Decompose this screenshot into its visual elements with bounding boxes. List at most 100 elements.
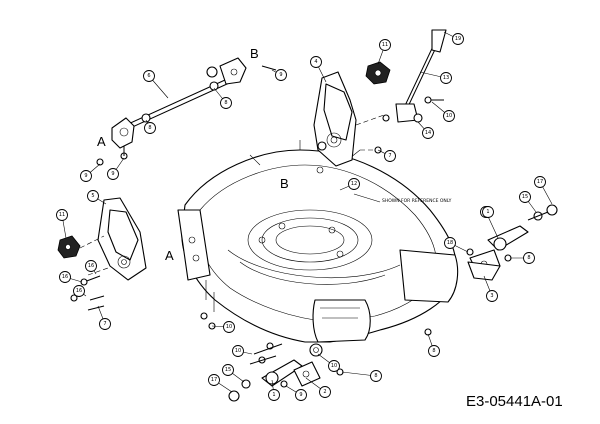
callout-bubble — [220, 97, 232, 109]
callout-bubble — [275, 69, 287, 81]
callout-8: 8 — [427, 333, 440, 357]
callout-number: 2 — [323, 389, 326, 395]
callout-7: 7 — [377, 149, 396, 162]
height-adjust-bracket-right — [313, 71, 390, 167]
callout-number: 10 — [226, 324, 232, 330]
callout-11: 11 — [56, 209, 68, 239]
callout-bubble — [444, 237, 456, 249]
callout-number: 17 — [537, 179, 543, 185]
callout-8: 8 — [510, 252, 535, 264]
callout-number: 11 — [382, 42, 388, 48]
callout-number: 7 — [103, 321, 106, 327]
callout-10: 10 — [232, 345, 253, 357]
callout-bubble — [523, 252, 535, 264]
callout-4: 4 — [310, 56, 327, 83]
callout-number: 9 — [111, 171, 114, 177]
callout-bubble — [534, 176, 546, 188]
callout-number: 3 — [490, 293, 493, 299]
callout-6: 6 — [143, 70, 169, 99]
callout-number: 19 — [455, 36, 461, 42]
callout-number: 8 — [148, 125, 151, 131]
callout-bubble — [232, 345, 244, 357]
view-marker-b-center: B — [280, 176, 289, 191]
view-marker-a-bottom: A — [165, 248, 174, 263]
callout-bubble — [87, 190, 99, 202]
callout-number: 11 — [59, 212, 65, 218]
callout-19: 19 — [443, 31, 464, 45]
callout-16: 16 — [59, 271, 83, 283]
adjust-knob-top — [365, 61, 391, 85]
callout-bubble — [379, 39, 391, 51]
callout-bubble — [208, 374, 220, 386]
callout-number: 17 — [211, 377, 217, 383]
callout-number: 10 — [331, 363, 337, 369]
callout-bubble — [452, 33, 464, 45]
callout-bubble — [310, 56, 322, 68]
callout-17: 17 — [208, 374, 233, 393]
callout-14: 14 — [417, 121, 434, 139]
callout-bubble — [319, 386, 331, 398]
callout-number: 10 — [446, 113, 452, 119]
callout-16: 16 — [73, 285, 87, 297]
callout-number: 16 — [88, 263, 94, 269]
callout-bubble — [422, 127, 434, 139]
callout-bubble — [144, 122, 156, 134]
front-axle-assembly-right — [466, 204, 558, 281]
callout-bubble — [348, 178, 360, 190]
callout-bubble — [107, 168, 119, 180]
callout-bubble — [486, 290, 498, 302]
mower-deck — [177, 140, 459, 343]
callout-bubble — [428, 345, 440, 357]
callout-bubble — [73, 285, 85, 297]
rear-axle-assembly — [96, 57, 277, 166]
callout-8: 8 — [341, 370, 382, 382]
callout-18: 18 — [444, 237, 469, 253]
callout-number: 6 — [147, 73, 150, 79]
callout-9: 9 — [80, 163, 101, 182]
callout-3: 3 — [483, 275, 498, 302]
drawing-code: E3-05441A-01 — [466, 393, 563, 410]
callout-number: 4 — [314, 59, 317, 65]
callout-number: 8 — [374, 373, 377, 379]
callout-number: 8 — [224, 100, 227, 106]
height-lever — [395, 29, 447, 123]
callout-5: 5 — [87, 190, 107, 205]
callout-number: 9 — [279, 72, 282, 78]
callout-number: 16 — [62, 274, 68, 280]
callout-number: 1 — [272, 392, 275, 398]
callout-13: 13 — [419, 71, 452, 84]
callout-bubble — [440, 72, 452, 84]
callout-bubble — [56, 209, 68, 221]
callout-number: 7 — [388, 153, 391, 159]
callout-bubble — [59, 271, 71, 283]
callout-8: 8 — [213, 87, 232, 109]
callout-number: 12 — [351, 181, 357, 187]
callout-number: 1 — [486, 209, 489, 215]
callout-number: 8 — [432, 348, 435, 354]
callout-1: 1 — [268, 379, 280, 401]
callout-number: 9 — [299, 392, 302, 398]
callout-10: 10 — [431, 101, 455, 122]
callout-9: 9 — [285, 385, 307, 401]
callout-11: 11 — [377, 39, 391, 65]
callout-bubble — [384, 150, 396, 162]
callout-number: 16 — [76, 288, 82, 294]
callout-1: 1 — [482, 206, 494, 218]
callout-16: 16 — [85, 260, 97, 275]
callout-number: 14 — [425, 130, 431, 136]
callout-number: 18 — [447, 240, 453, 246]
callout-2: 2 — [305, 377, 331, 398]
view-marker-b-top: B — [250, 46, 259, 61]
callout-10: 10 — [317, 353, 340, 372]
callout-bubble — [143, 70, 155, 82]
callout-15: 15 — [519, 191, 537, 213]
callout-bubble — [370, 370, 382, 382]
reference-note: SHOWN FOR REFERENCE ONLY — [382, 198, 452, 204]
callout-bubble — [268, 389, 280, 401]
view-marker-a-top: A — [97, 134, 106, 149]
callout-bubble — [519, 191, 531, 203]
callout-number: 5 — [91, 193, 94, 199]
callout-bubble — [295, 389, 307, 401]
callout-number: 15 — [522, 194, 528, 200]
